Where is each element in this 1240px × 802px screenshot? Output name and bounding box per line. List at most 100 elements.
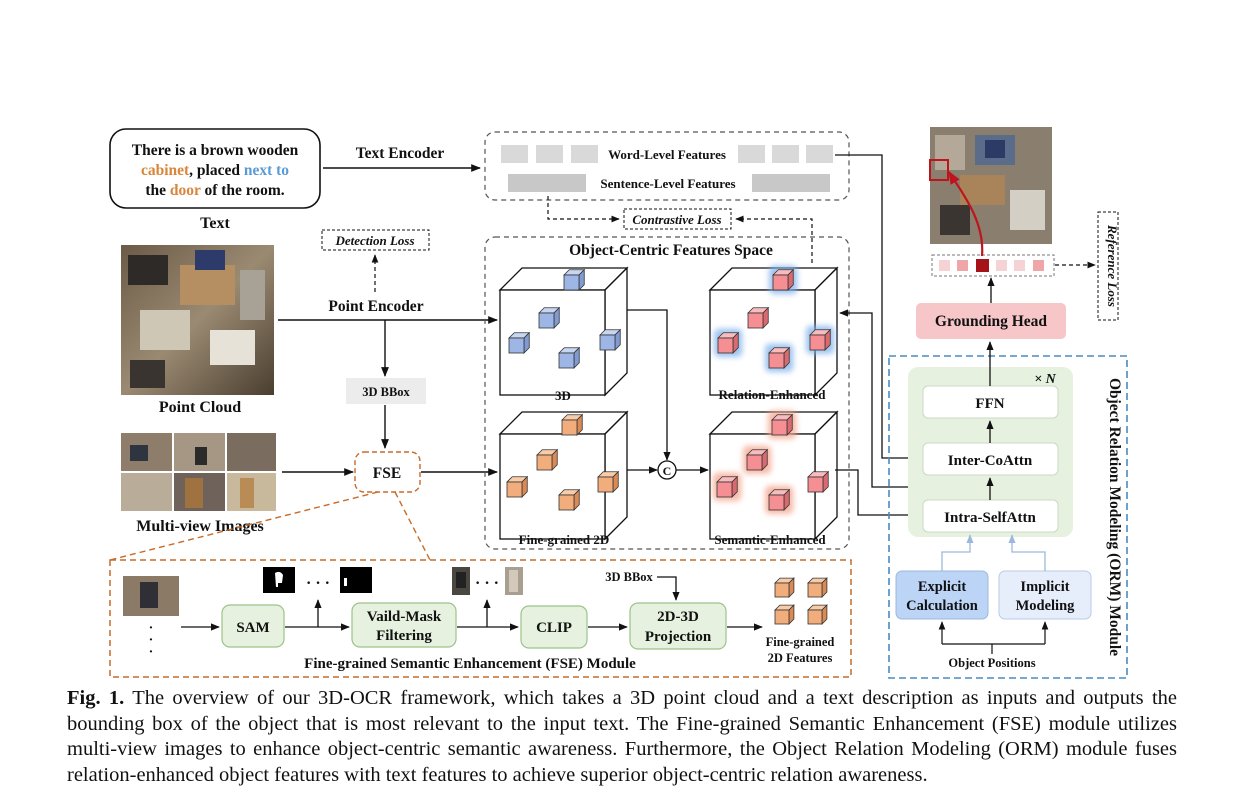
contrastive-loss-label: Contrastive Loss: [632, 212, 721, 227]
mask-dots: · · ·: [306, 575, 330, 592]
fse-zoom-line-left: [109, 491, 379, 561]
bbox-to-proj-arrow: [657, 576, 680, 601]
detection-loss-box: [321, 229, 430, 251]
explicit-label-2: Calculation: [906, 598, 978, 614]
fse-label: FSE: [373, 465, 401, 482]
crop-object-1: [456, 572, 466, 588]
score-cell: [1033, 260, 1044, 271]
clip-box: [520, 605, 588, 649]
text-label: Text: [200, 215, 230, 232]
vertical-dot-3: ·: [149, 645, 154, 660]
word-level-label: Word-Level Features: [608, 147, 726, 162]
explicit-to-intra: [941, 534, 974, 571]
cube-group: [498, 265, 839, 541]
caption-text: The overview of our 3D-OCR framework, wh…: [67, 687, 1178, 786]
implicit-to-intra: [1008, 534, 1046, 571]
sam-label: SAM: [236, 620, 269, 636]
object-positions-label: Object Positions: [948, 656, 1035, 670]
grounding-scene-image: [930, 127, 1052, 244]
text-line-2: cabinet, placed next to: [141, 162, 289, 179]
vaild-mask-box: [351, 602, 457, 648]
object-cube: [558, 488, 581, 511]
sam-box: [221, 604, 285, 648]
score-cell-selected: [976, 259, 989, 272]
object-cube: [508, 331, 531, 354]
orm-box: [888, 355, 1128, 679]
implicit-label-2: Modeling: [1016, 598, 1076, 614]
projection-label-2: Projection: [645, 629, 712, 645]
crop-object-2: [509, 570, 518, 592]
object-cube: [768, 410, 797, 439]
object-cube: [806, 325, 835, 354]
ocfs-title: Object-Centric Features Space: [569, 242, 773, 259]
object-cube: [599, 328, 622, 351]
vertical-dot-1: ·: [149, 621, 154, 636]
object-cube: [765, 343, 794, 372]
cube-relation-label: Relation-Enhanced: [719, 387, 827, 402]
crop-dots: · · ·: [475, 575, 499, 592]
vertical-dot-2: ·: [149, 633, 154, 648]
fse-bbox-label: 3D BBox: [605, 570, 653, 584]
mask-shape-2: [344, 578, 347, 586]
score-cell: [939, 260, 950, 271]
fse-module-box: [109, 559, 852, 678]
cube-3d-label: 3D: [555, 388, 571, 403]
point-cloud-image: [121, 245, 274, 395]
text-line-1: There is a brown wooden: [132, 142, 299, 159]
detection-loss-label: Detection Loss: [334, 233, 414, 248]
fse-output-label-1: Fine-grained: [766, 635, 835, 649]
object-cube: [807, 577, 828, 598]
bbox-3d-box: [346, 378, 426, 404]
intra-selfattn-label: Intra-SelfAttn: [944, 510, 1036, 526]
score-cell: [996, 260, 1007, 271]
fse-zoom-line-right: [394, 491, 431, 561]
score-strip: [931, 254, 1055, 277]
concat-label: C: [663, 464, 672, 478]
ocfs-box: [484, 236, 850, 550]
fse-box: [354, 451, 421, 493]
orm-title: Object Relation Modeling (ORM) Module: [1106, 378, 1123, 656]
object-cube: [714, 328, 743, 357]
grounding-head-label: Grounding Head: [935, 313, 1048, 330]
object-cube: [561, 413, 584, 436]
projection-label-1: 2D-3D: [657, 609, 699, 625]
cube-fine-label: Fine-grained 2D: [519, 532, 610, 547]
text-input-box: There is a brown wooden cabinet, placed …: [109, 128, 321, 209]
contrastive-arrow-left: [547, 196, 620, 223]
object-cube: [536, 448, 559, 471]
object-cube: [769, 265, 798, 294]
clip-label: CLIP: [536, 620, 572, 636]
score-cell: [957, 260, 968, 271]
contrastive-arrow-right: [735, 215, 813, 263]
object-cube: [765, 485, 794, 514]
repeat-n-label: × N: [1034, 372, 1056, 387]
multi-view-label: Multi-view Images: [136, 518, 264, 535]
object-cube: [774, 577, 795, 598]
grounding-head-box: [916, 303, 1066, 339]
object-cube: [713, 472, 742, 501]
object-cube: [743, 445, 772, 474]
reference-loss-label: Reference Loss: [1105, 224, 1120, 307]
3d-to-concat-arrow: [627, 309, 671, 461]
reference-loss-box: [1097, 211, 1119, 321]
cube-semantic-label: Semantic-Enhanced: [714, 532, 826, 547]
vaild-mask-label-2: Filtering: [376, 628, 432, 644]
fse-output-cubes: [774, 577, 828, 625]
text-line-3: the door of the room.: [145, 182, 284, 199]
bbox-3d-label: 3D BBox: [362, 385, 410, 399]
object-cube: [538, 306, 561, 329]
object-cube: [563, 268, 586, 291]
target-bbox: [929, 159, 949, 181]
object-cube: [807, 470, 830, 493]
object-cube: [597, 470, 620, 493]
point-cloud-label: Point Cloud: [159, 399, 241, 416]
projection-box: [629, 602, 727, 650]
sentence-level-label: Sentence-Level Features: [600, 176, 735, 191]
target-pointer-arrow: [948, 170, 984, 257]
semantic-to-intra: [835, 469, 919, 519]
caption-fig-label: Fig. 1.: [67, 687, 125, 709]
score-cell: [1014, 260, 1025, 271]
mask-shape-1: [275, 571, 283, 587]
inter-coattn-label: Inter-CoAttn: [948, 453, 1033, 469]
